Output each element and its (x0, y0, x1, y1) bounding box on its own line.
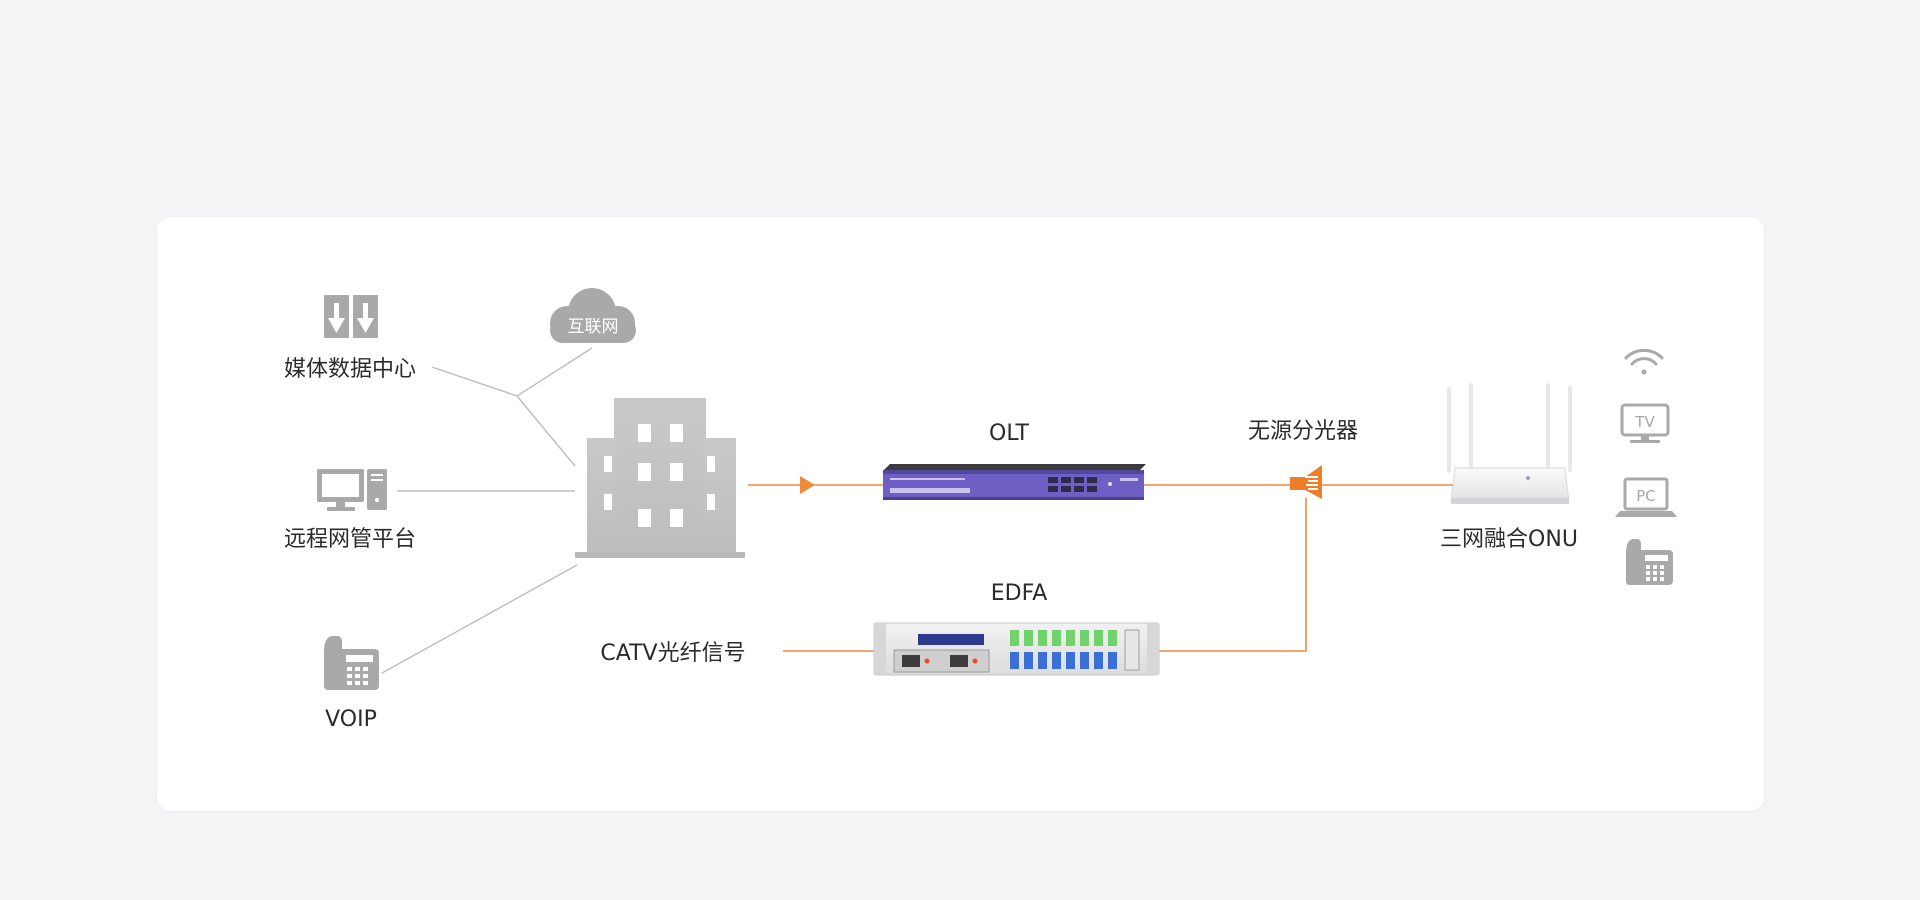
remote-nms-label: 远程网管平台 (284, 527, 416, 552)
link-media-to-junction (431, 366, 518, 397)
link-cloud-to-junction (516, 347, 593, 397)
olt-label: OLT (989, 421, 1030, 446)
tv-monitor-icon (1620, 403, 1670, 443)
catv-label: CATV光纤信号 (600, 641, 745, 666)
optical-links (748, 484, 1458, 652)
edfa-device-icon (873, 622, 1160, 676)
cloud-icon (550, 288, 636, 343)
desk-phone-icon (1626, 539, 1673, 585)
internet-label: 互联网 (568, 317, 619, 337)
pc-label: PC (1636, 487, 1656, 505)
laptop-icon (1615, 477, 1677, 517)
gray-links (381, 347, 593, 674)
wifi-router-icon (1447, 383, 1572, 504)
link-junction-to-building (516, 395, 576, 467)
media-center-label: 媒体数据中心 (284, 357, 416, 382)
office-building-icon (575, 398, 745, 558)
splitter-label: 无源分光器 (1248, 419, 1358, 444)
direction-arrow (800, 476, 815, 494)
link-voip-to-building (381, 564, 578, 674)
download-arrows-icon (324, 295, 378, 338)
tv-label: TV (1634, 413, 1655, 431)
desktop-computer-icon (317, 469, 387, 511)
voip-phone-icon (324, 636, 379, 690)
wifi-icon (1624, 348, 1664, 375)
link-edfa-to-splitter (1157, 498, 1307, 652)
onu-label: 三网融合ONU (1440, 527, 1578, 552)
diagram-card (157, 217, 1764, 811)
optical-splitter-icon (1290, 465, 1322, 499)
olt-device-icon (883, 464, 1146, 500)
voip-label: VOIP (325, 707, 377, 732)
edfa-label: EDFA (991, 581, 1048, 606)
